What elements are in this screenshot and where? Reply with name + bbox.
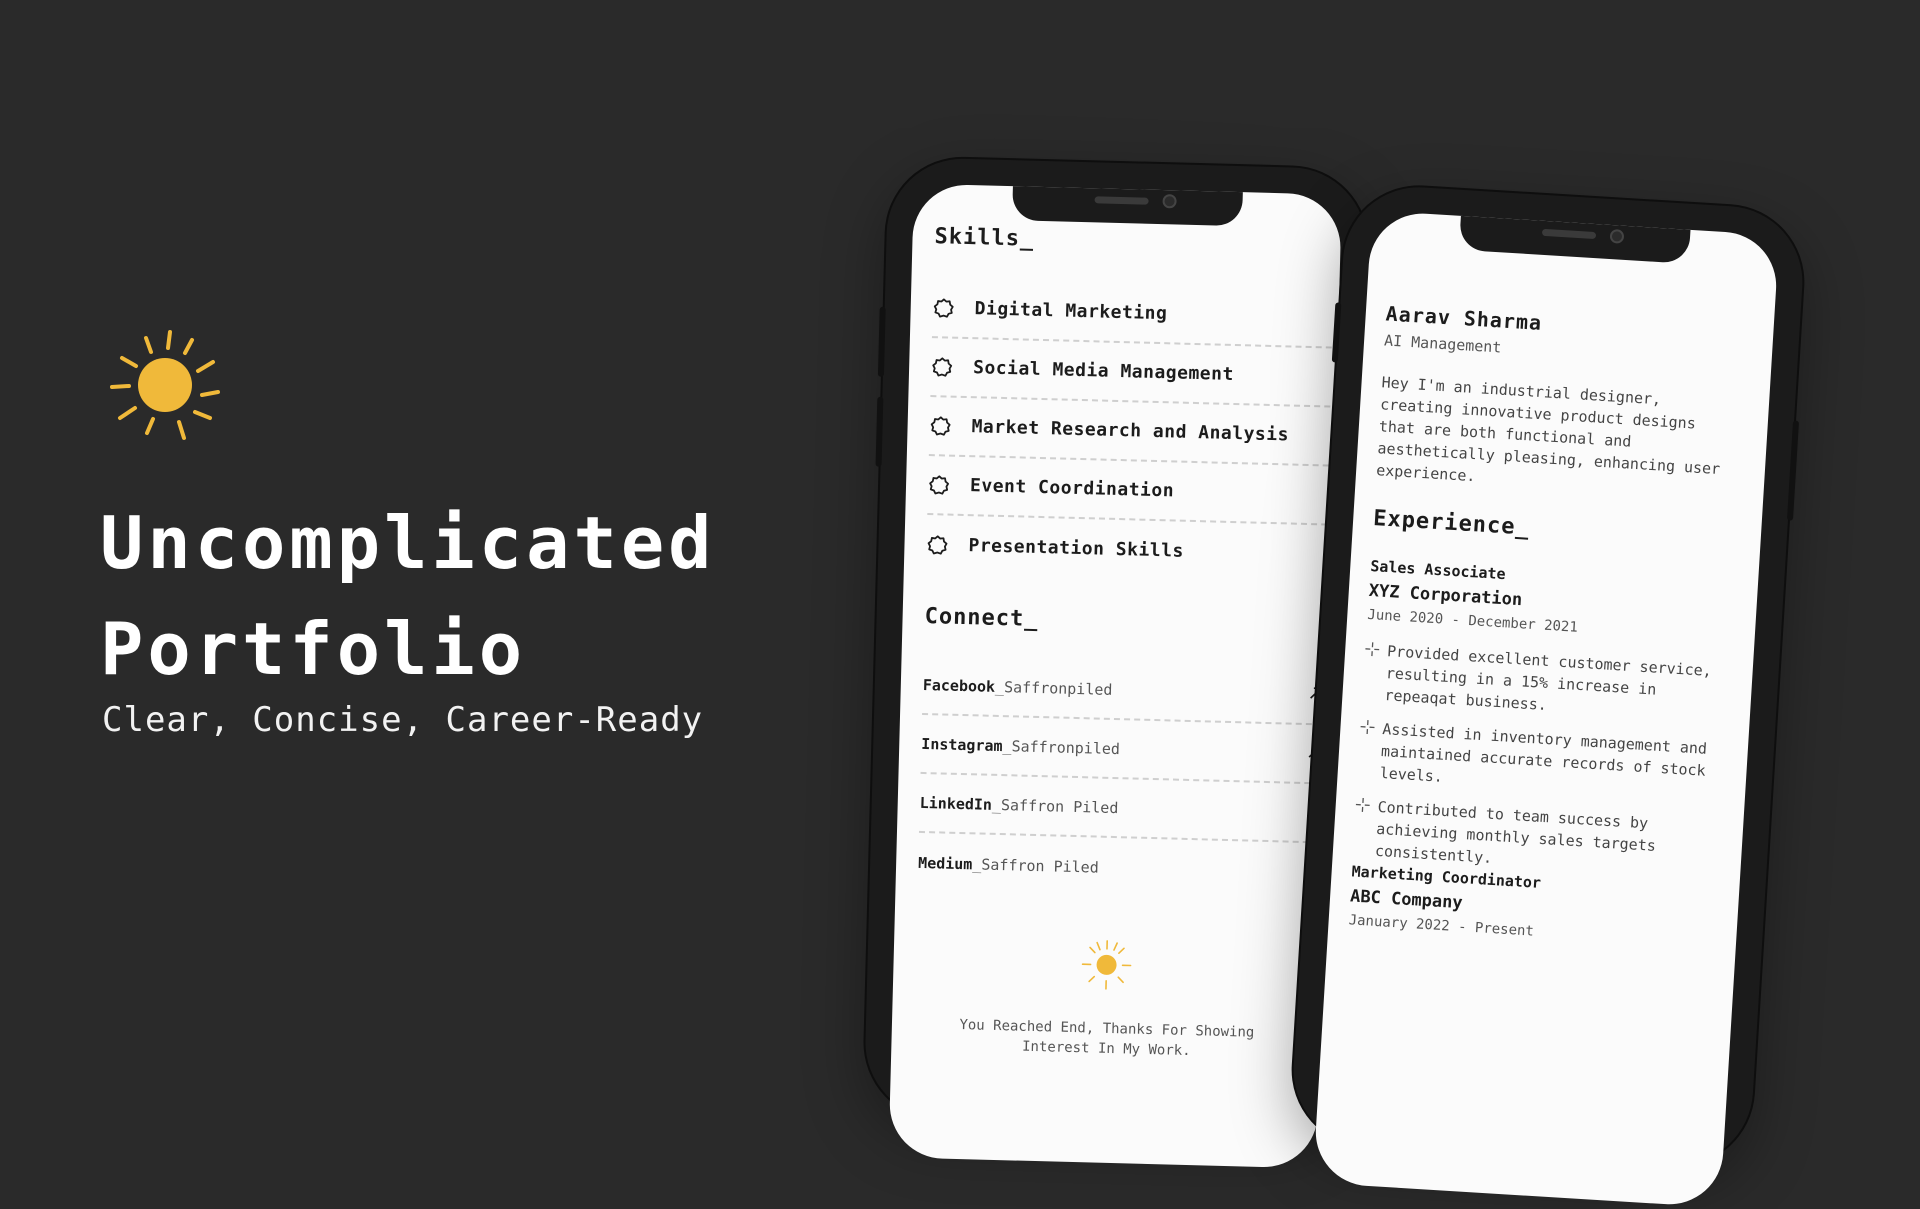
profile-name: Aarav Sharma xyxy=(1385,301,1543,335)
phone-notch xyxy=(1459,214,1691,264)
duty-text: Assisted in inventory management and mai… xyxy=(1379,720,1707,786)
sun-icon xyxy=(1078,936,1135,993)
skill-label: Event Coordination xyxy=(970,475,1175,501)
phone-side-button xyxy=(1787,420,1799,520)
duty-item: Provided excellent customer service, res… xyxy=(1362,639,1735,727)
skill-label: Digital Marketing xyxy=(974,298,1167,324)
connect-platform: Medium xyxy=(918,853,973,872)
skill-item: Market Research and Analysis xyxy=(929,397,1330,466)
phone-side-button xyxy=(876,397,884,467)
phone-side-button xyxy=(878,307,886,377)
phone-mockup-profile: Aarav Sharma AI Management Hey I'm an in… xyxy=(1289,183,1807,1169)
connect-handle: _Saffron Piled xyxy=(972,855,1099,876)
connect-link-medium[interactable]: Medium_Saffron Piled xyxy=(917,833,1318,902)
hero-title: Uncomplicated Portfolio xyxy=(100,490,820,702)
experience-heading: Experience_ xyxy=(1373,506,1531,541)
hero-title-line-1: Uncomplicated xyxy=(100,490,820,596)
badge-icon xyxy=(926,534,949,557)
phone-screen: Aarav Sharma AI Management Hey I'm an in… xyxy=(1313,210,1780,1207)
profile-role: AI Management xyxy=(1384,331,1502,356)
camera-icon xyxy=(1162,194,1176,208)
duty-text: Provided excellent customer service, res… xyxy=(1384,642,1712,714)
profile-bio: Hey I'm an industrial designer, creating… xyxy=(1376,371,1742,503)
skill-item: Event Coordination xyxy=(927,456,1328,525)
sparkle-icon xyxy=(1355,798,1370,813)
skill-label: Social Media Management xyxy=(973,357,1234,385)
footer-message: You Reached End, Thanks For Showing Inte… xyxy=(921,1014,1292,1064)
hero-title-line-2: Portfolio xyxy=(100,596,820,702)
skills-list: Digital Marketing Social Media Managemen… xyxy=(926,279,1334,584)
badge-icon xyxy=(929,415,952,438)
speaker-grille xyxy=(1095,196,1149,204)
phone-notch xyxy=(1012,184,1243,226)
skill-item: Presentation Skills xyxy=(926,515,1327,584)
duty-text: Contributed to team success by achieving… xyxy=(1374,798,1656,867)
sparkle-icon xyxy=(1360,720,1375,735)
skill-item: Social Media Management xyxy=(930,338,1331,407)
hero-subtitle: Clear, Concise, Career-Ready xyxy=(102,700,703,740)
connect-handle: _Saffron Piled xyxy=(992,795,1119,816)
duty-item: Assisted in inventory management and mai… xyxy=(1357,717,1730,805)
badge-icon xyxy=(931,356,954,379)
sparkle-icon xyxy=(1365,642,1380,657)
phone-mockup-skills: Skills_ Digital Marketing Social Media M… xyxy=(864,157,1369,1129)
connect-link-instagram[interactable]: Instagram_Saffronpiled xyxy=(921,715,1322,784)
badge-icon xyxy=(932,297,955,320)
connect-list: Facebook_Saffronpiled Instagram_Saffronp… xyxy=(917,656,1323,902)
connect-handle: _Saffronpiled xyxy=(1002,737,1120,758)
connect-platform: Facebook xyxy=(923,675,996,695)
connect-handle: _Saffronpiled xyxy=(995,677,1113,698)
connect-platform: LinkedIn xyxy=(920,793,993,813)
connect-heading: Connect_ xyxy=(924,604,1039,632)
skill-label: Presentation Skills xyxy=(968,535,1184,562)
badge-icon xyxy=(928,474,951,497)
sun-icon xyxy=(100,320,230,450)
speaker-grille xyxy=(1542,229,1596,239)
job-entry: Sales Associate XYZ Corporation June 202… xyxy=(1352,557,1741,895)
skill-label: Market Research and Analysis xyxy=(971,416,1289,445)
skill-item: Digital Marketing xyxy=(932,279,1333,348)
skills-heading: Skills_ xyxy=(934,224,1034,252)
phone-screen: Skills_ Digital Marketing Social Media M… xyxy=(888,184,1341,1169)
connect-platform: Instagram xyxy=(921,734,1003,754)
connect-link-linkedin[interactable]: LinkedIn_Saffron Piled xyxy=(919,774,1320,843)
duty-list: Provided excellent customer service, res… xyxy=(1352,639,1735,883)
camera-icon xyxy=(1610,229,1625,244)
connect-link-facebook[interactable]: Facebook_Saffronpiled xyxy=(922,656,1323,725)
